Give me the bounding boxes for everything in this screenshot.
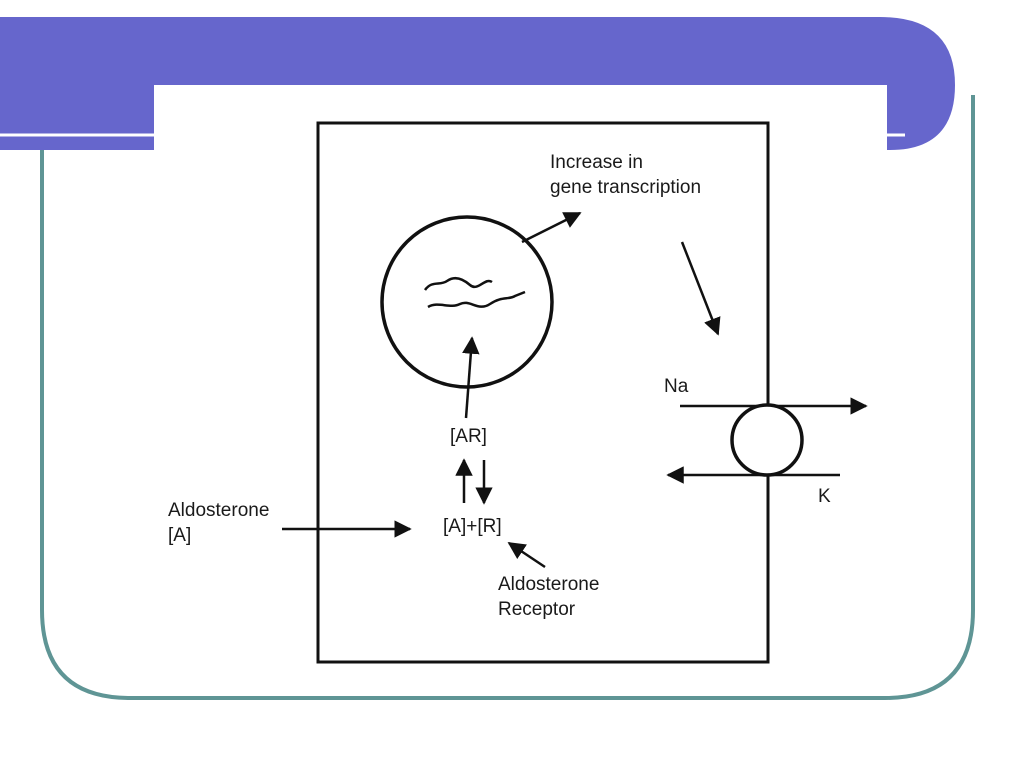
cell-boundary xyxy=(316,121,770,664)
potassium-label: K xyxy=(818,486,831,507)
content-panel xyxy=(154,85,887,685)
sodium-label: Na xyxy=(664,376,689,397)
dna-strand-top xyxy=(423,276,493,291)
aldosterone-label-line2: [A] xyxy=(168,525,191,546)
slide-frame-border xyxy=(40,95,975,700)
arrow-transcription-to-pump xyxy=(680,241,721,336)
aldosterone-label-line1: Aldosterone xyxy=(168,500,269,521)
gene-transcription-label-line1: Increase in xyxy=(550,152,643,173)
na-k-pump xyxy=(730,403,804,477)
complex-label: [AR] xyxy=(450,426,487,447)
receptor-label-line2: Receptor xyxy=(498,599,576,620)
receptor-label-line1: Aldosterone xyxy=(498,574,599,595)
reaction-label: [A]+[R] xyxy=(443,516,502,537)
arrow-nucleus-to-transcription xyxy=(521,211,582,244)
arrow-receptor xyxy=(507,541,546,569)
gene-transcription-label-line2: gene transcription xyxy=(550,177,701,198)
arrow-complex-to-nucleus xyxy=(462,336,480,419)
dna-strand-bottom xyxy=(427,290,526,309)
